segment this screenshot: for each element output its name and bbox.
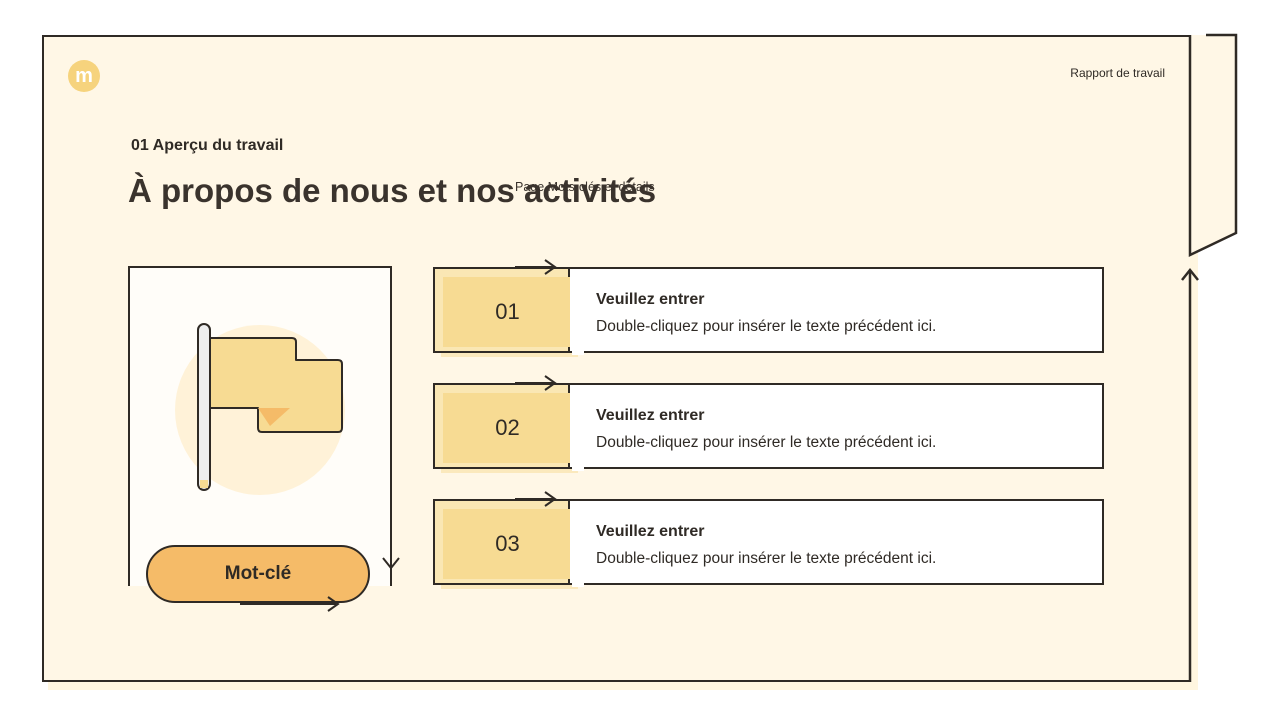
- flag-icon: [170, 310, 360, 515]
- item-text-box: [570, 267, 1104, 353]
- item-description: Double-cliquez pour insérer le texte pré…: [596, 550, 937, 567]
- item-text-box: [570, 383, 1104, 469]
- list-item[interactable]: 02 Veuillez entrer Double-cliquez pour i…: [433, 383, 1105, 473]
- item-text-box: [570, 499, 1104, 585]
- number-box: 03: [433, 499, 572, 585]
- section-label: 01 Aperçu du travail: [131, 137, 284, 154]
- page-subtitle: Page Mots-clés et détails: [515, 180, 655, 194]
- keyword-button[interactable]: Mot-clé: [146, 545, 370, 603]
- report-label: Rapport de travail: [1070, 66, 1165, 80]
- item-title: Veuillez entrer: [596, 523, 705, 540]
- list-item[interactable]: 03 Veuillez entrer Double-cliquez pour i…: [433, 499, 1105, 589]
- item-title: Veuillez entrer: [596, 407, 705, 424]
- number-box: 01: [433, 267, 572, 353]
- item-number: 03: [443, 509, 572, 579]
- item-number: 02: [443, 393, 572, 463]
- number-box: 02: [433, 383, 572, 469]
- item-description: Double-cliquez pour insérer le texte pré…: [596, 434, 937, 451]
- item-title: Veuillez entrer: [596, 291, 705, 308]
- item-number: 01: [443, 277, 572, 347]
- list-item[interactable]: 01 Veuillez entrer Double-cliquez pour i…: [433, 267, 1105, 357]
- page-title: À propos de nous et nos activités: [128, 172, 657, 209]
- item-description: Double-cliquez pour insérer le texte pré…: [596, 318, 937, 335]
- brand-logo: m: [68, 60, 100, 92]
